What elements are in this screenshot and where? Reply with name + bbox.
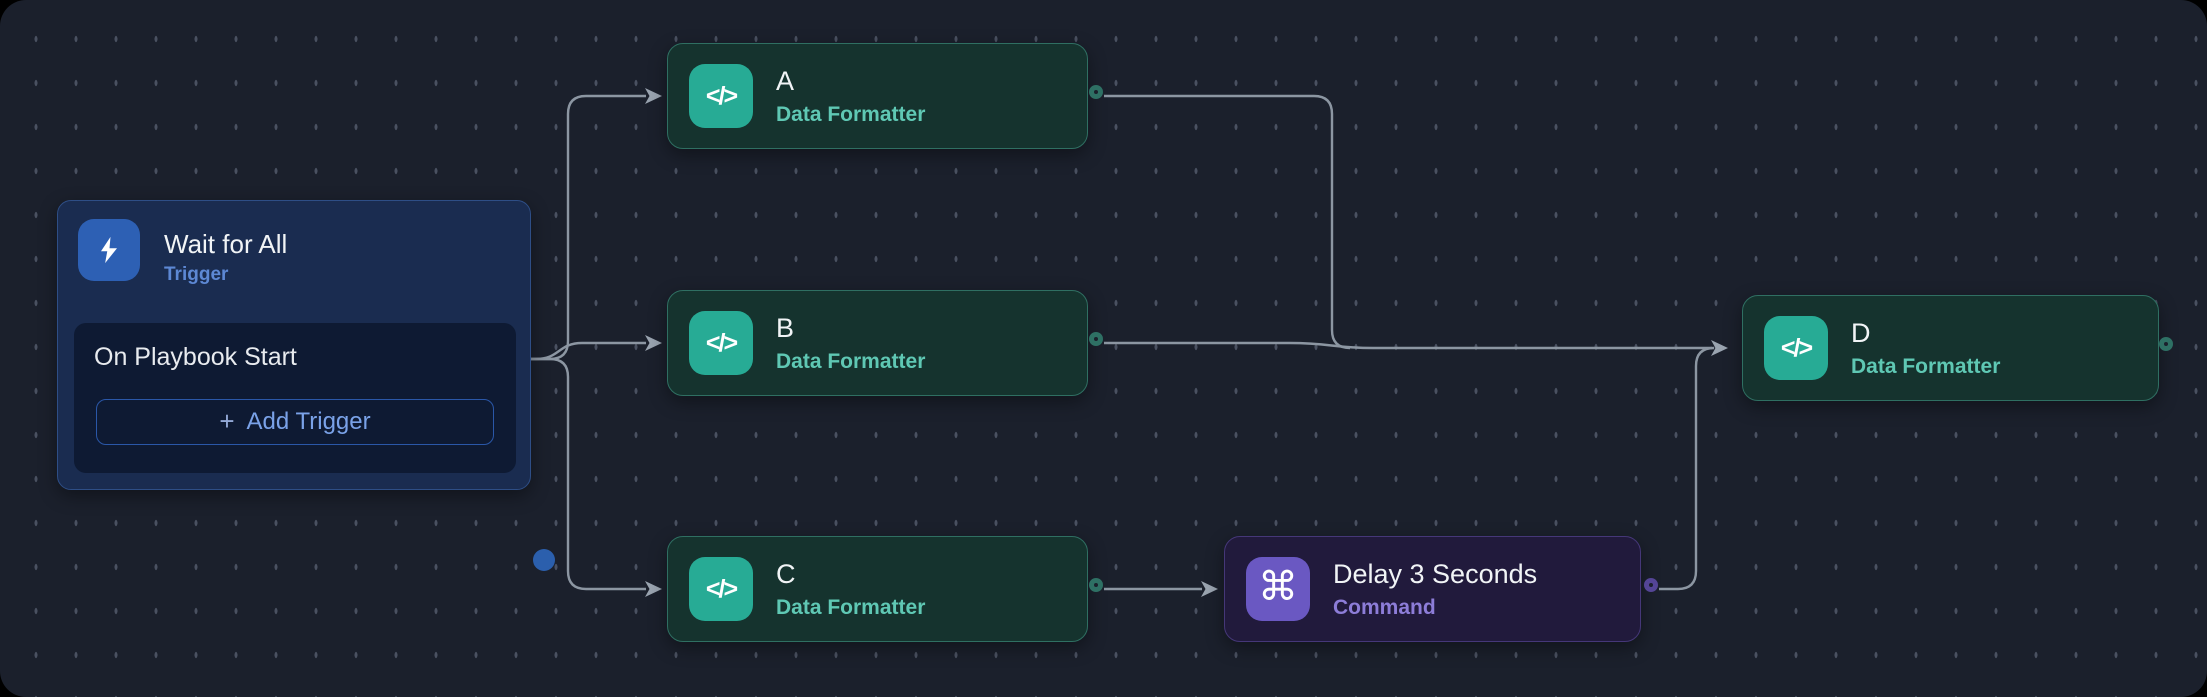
wire-trigger-to-c [499,357,646,591]
trigger-event-label: On Playbook Start [94,343,297,371]
add-trigger-button[interactable]: + Add Trigger [96,399,494,445]
output-port[interactable] [1089,578,1103,592]
node-subtitle: Data Formatter [776,102,926,126]
plus-icon: + [219,406,235,436]
action-node-a[interactable]: </> A Data Formatter [667,43,1103,149]
output-port[interactable] [1644,578,1658,592]
trigger-events-panel: On Playbook Start + Add Trigger [74,323,516,473]
action-node-d[interactable]: </> D Data Formatter [1742,295,2173,401]
lightning-bolt-icon [78,219,140,281]
command-icon: ⌘ [1246,557,1310,621]
node-title: D [1851,317,1871,348]
code-icon: </> [689,64,753,128]
node-title: Delay 3 Seconds [1333,558,1538,589]
arrowhead-icon [645,581,662,597]
wire-b-to-d [1104,341,1712,350]
arrowhead-icon [1711,340,1728,356]
arrowhead-icon [645,88,662,104]
node-title: B [776,312,795,343]
arrowhead-icon [1201,581,1218,597]
output-port[interactable] [2159,337,2173,351]
trigger-node-wait-for-all[interactable]: Wait for All Trigger On Playbook Start +… [57,200,555,571]
add-trigger-label: Add Trigger [246,408,371,435]
trigger-output-port[interactable] [533,549,555,571]
arrowhead-icon [645,335,662,351]
code-icon: </> [689,311,753,375]
trigger-title: Wait for All [164,229,288,259]
node-subtitle: Data Formatter [1851,354,2001,378]
node-subtitle: Data Formatter [776,595,926,619]
output-port[interactable] [1089,332,1103,346]
node-title: A [776,65,795,96]
wire-a-to-d [1104,94,1351,350]
wire-trigger-to-a [499,94,646,361]
code-icon: </> [689,557,753,621]
action-node-b[interactable]: </> B Data Formatter [667,290,1103,396]
action-node-c[interactable]: </> C Data Formatter [667,536,1103,642]
node-subtitle: Data Formatter [776,349,926,373]
output-port[interactable] [1089,85,1103,99]
node-subtitle: Command [1333,595,1436,619]
action-node-delay-3-seconds[interactable]: ⌘ Delay 3 Seconds Command [1224,536,1658,642]
trigger-type-label: Trigger [164,264,229,285]
wire-delay-to-d [1659,346,1715,591]
node-title: C [776,558,796,589]
code-icon: </> [1764,316,1828,380]
